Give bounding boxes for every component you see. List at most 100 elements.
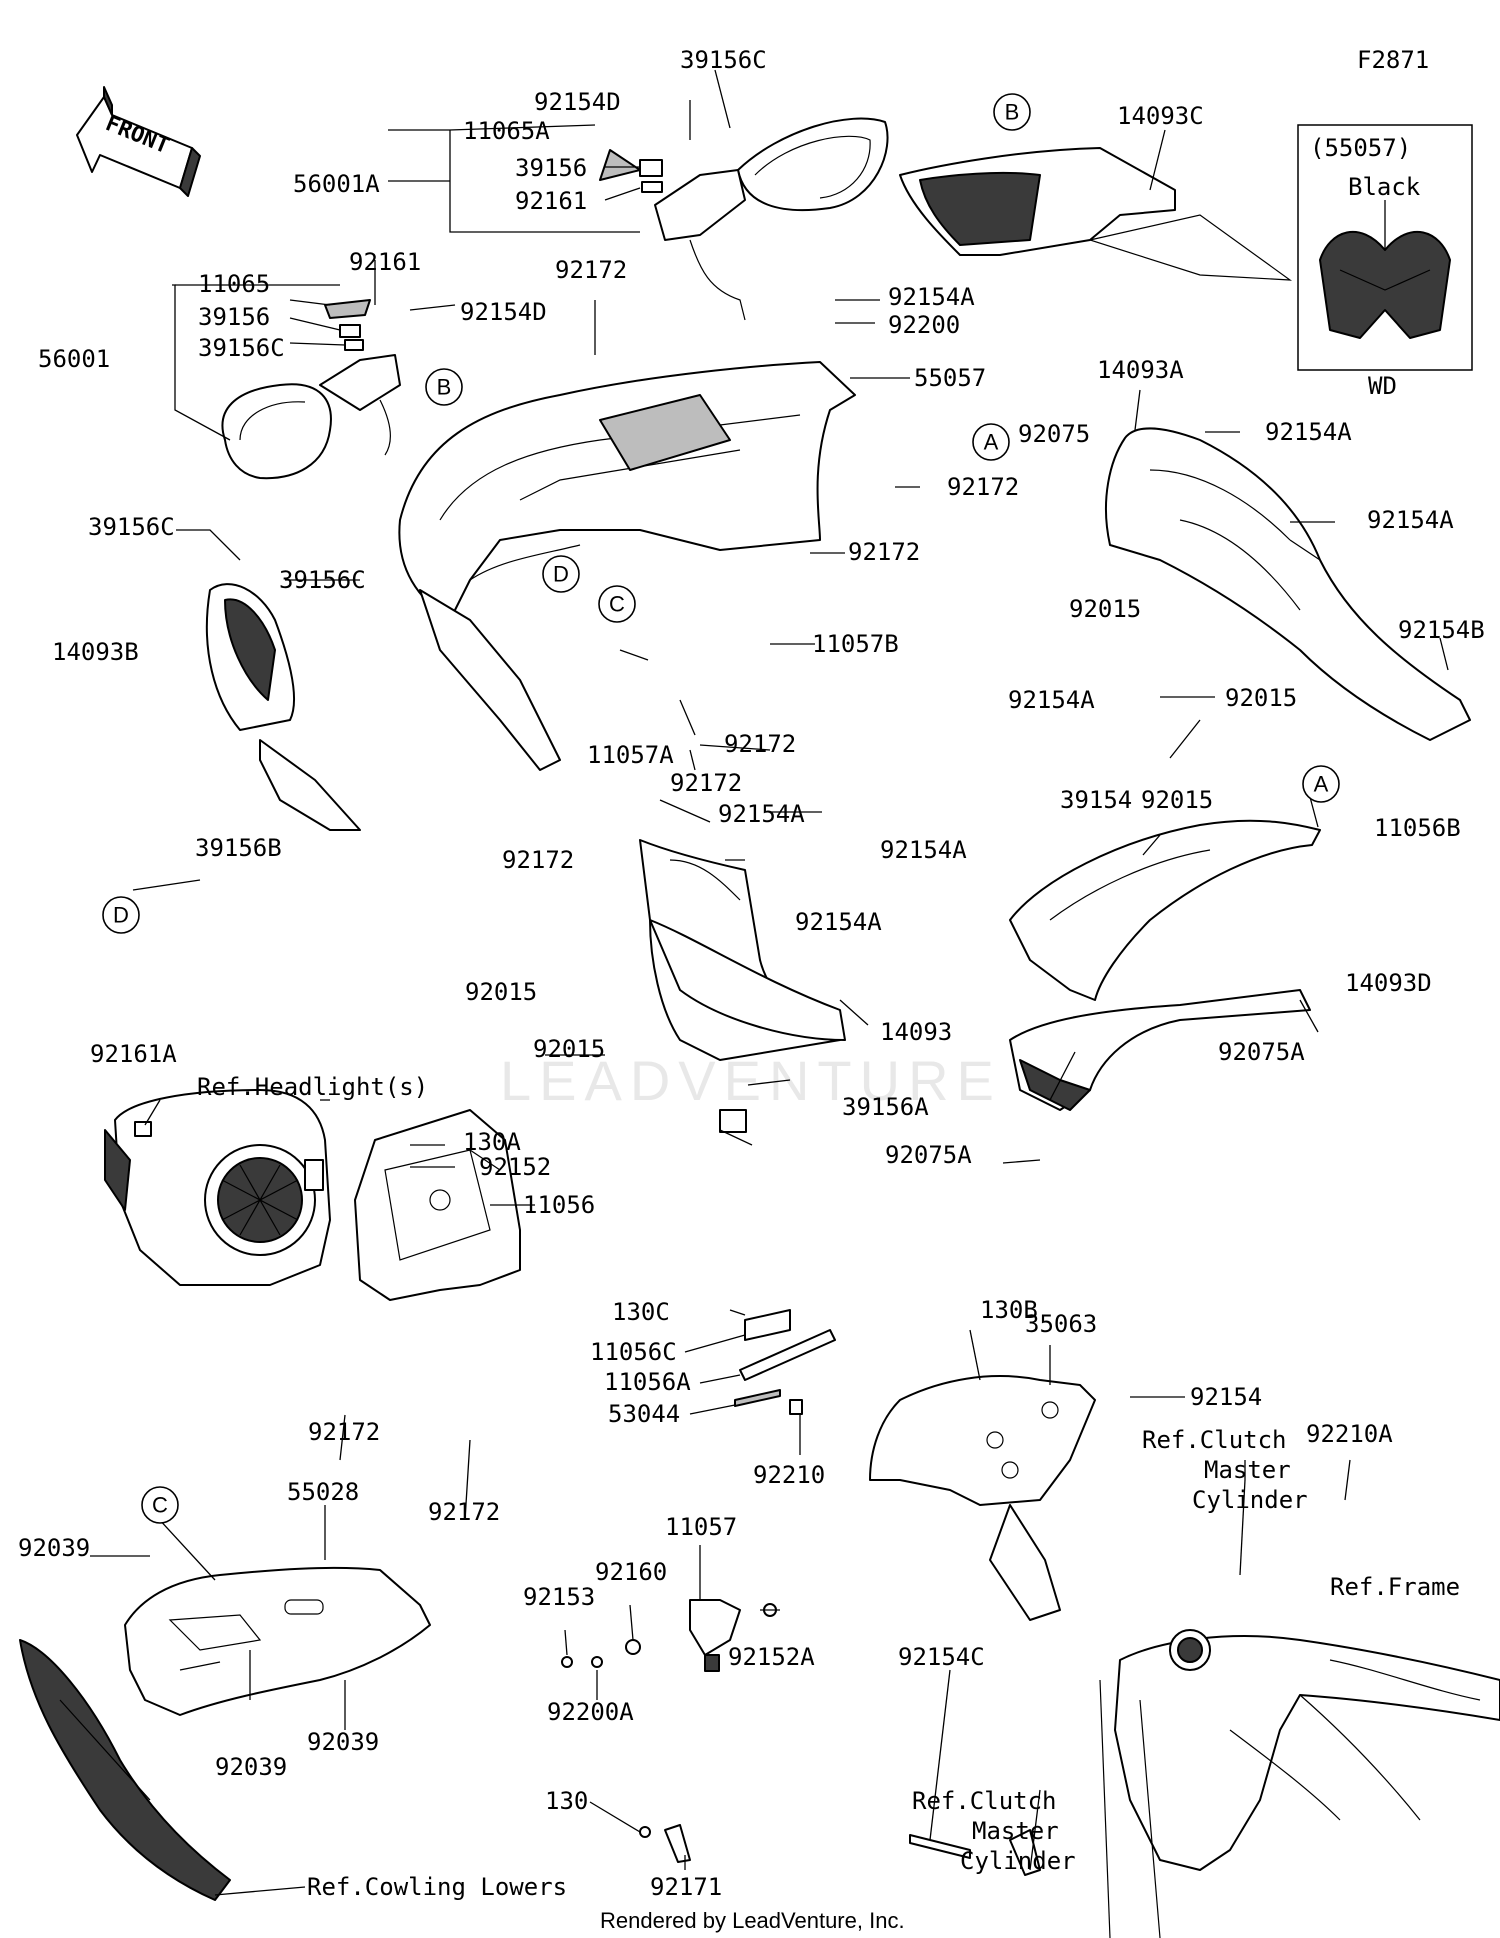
inset-color: Black — [1348, 173, 1421, 201]
svg-text:A: A — [984, 430, 999, 455]
label-92153: 92153 — [523, 1583, 595, 1611]
callout-d-left: D — [102, 896, 140, 934]
label-92172-e: 92172 — [670, 769, 742, 797]
label-11057B: 11057B — [812, 630, 899, 658]
bracket-35063 — [869, 1375, 1096, 1621]
svg-text:D: D — [113, 903, 129, 928]
label-92015-c: 92015 — [1141, 786, 1213, 814]
callout-b-top: B — [993, 93, 1031, 131]
label-92172-h: 92172 — [428, 1498, 500, 1526]
label-39156C-low: 39156C — [279, 566, 366, 594]
label-92154A-d: 92154A — [1008, 686, 1095, 714]
side-cover-14093A — [1104, 427, 1471, 741]
label-39154: 39154 — [1060, 786, 1132, 814]
label-92039-a: 92039 — [18, 1534, 90, 1562]
label-11057: 11057 — [665, 1513, 737, 1541]
label-92161-left: 92161 — [349, 248, 421, 276]
headlight-assembly — [104, 1089, 331, 1286]
front-arrow-icon: FRONT — [76, 86, 201, 197]
label-11056C: 11056C — [590, 1338, 677, 1366]
label-92200A: 92200A — [547, 1698, 634, 1726]
ref-frame: Ref.Frame — [1330, 1573, 1460, 1601]
label-92154A-e: 92154A — [718, 800, 805, 828]
ref-clutch-top-line3: Cylinder — [1192, 1486, 1308, 1514]
label-92171: 92171 — [650, 1873, 722, 1901]
inset-part-number: (55057) — [1310, 134, 1411, 162]
label-14093A: 14093A — [1097, 356, 1184, 384]
label-92161A: 92161A — [90, 1040, 177, 1068]
cowling-lower — [19, 1639, 231, 1901]
label-14093D: 14093D — [1345, 969, 1432, 997]
label-56001: 56001 — [38, 345, 110, 373]
frame — [1099, 1629, 1500, 1938]
label-39156C: 39156C — [680, 46, 767, 74]
label-92154C: 92154C — [898, 1643, 985, 1671]
label-11065: 11065 — [198, 270, 270, 298]
inset-panel: (55057) Black WD — [1297, 124, 1473, 400]
mirror-right — [599, 117, 889, 321]
label-11056B: 11056B — [1374, 814, 1461, 842]
label-56001A: 56001A — [293, 170, 380, 198]
label-14093B: 14093B — [52, 638, 139, 666]
label-92154A-c: 92154A — [1367, 506, 1454, 534]
label-92161: 92161 — [515, 187, 587, 215]
label-92160: 92160 — [595, 1558, 667, 1586]
inner-cover-14093D — [1009, 989, 1311, 1111]
label-39156C-left: 39156C — [198, 334, 285, 362]
label-11057A: 11057A — [587, 741, 674, 769]
inset-code: WD — [1368, 372, 1397, 400]
label-92039-c: 92039 — [215, 1753, 287, 1781]
ref-clutch-bottom-line3: Cylinder — [960, 1847, 1076, 1875]
inner-cover-39154 — [1009, 819, 1321, 1001]
label-92154B: 92154B — [1398, 616, 1485, 644]
label-35063: 35063 — [1025, 1310, 1097, 1338]
label-92015-d: 92015 — [465, 978, 537, 1006]
label-92154D-left: 92154D — [460, 298, 547, 326]
label-92172-f: 92172 — [502, 846, 574, 874]
ref-clutch-bottom-line2: Master — [972, 1817, 1059, 1845]
label-92039-b: 92039 — [307, 1728, 379, 1756]
inset-cowl-thumbnail — [1319, 231, 1451, 339]
reference-labels: Ref.Headlight(s) Ref.Clutch Master Cylin… — [197, 1073, 1460, 1901]
label-11056: 11056 — [523, 1191, 595, 1219]
label-92152: 92152 — [479, 1153, 551, 1181]
label-39156: 39156 — [515, 154, 587, 182]
label-92015-e: 92015 — [533, 1035, 605, 1063]
label-92172-g: 92172 — [308, 1418, 380, 1446]
ref-clutch-top-line2: Master — [1204, 1456, 1291, 1484]
label-130B: 130B — [980, 1296, 1038, 1324]
callout-c-mid: C — [598, 585, 636, 623]
bracket-11057 — [664, 1599, 741, 1863]
callout-c-low: C — [141, 1486, 179, 1524]
callout-b-mid: B — [425, 368, 463, 406]
label-92210A: 92210A — [1306, 1420, 1393, 1448]
svg-text:C: C — [152, 1493, 168, 1518]
label-11065A: 11065A — [463, 117, 550, 145]
bracket-11056 — [354, 1109, 521, 1301]
fasteners — [134, 1109, 1041, 1876]
label-39156-left: 39156 — [198, 303, 270, 331]
label-92154D: 92154D — [534, 88, 621, 116]
label-92154A-g: 92154A — [795, 908, 882, 936]
ref-cowling-lowers: Ref.Cowling Lowers — [307, 1873, 567, 1901]
ref-clutch-top-line1: Ref.Clutch — [1142, 1426, 1287, 1454]
ref-clutch-bottom-line1: Ref.Clutch — [912, 1787, 1057, 1815]
label-130C: 130C — [612, 1298, 670, 1326]
watermark-text: LEADVENTURE — [500, 1049, 1002, 1112]
panel-55028 — [124, 1566, 431, 1716]
leader-lines — [90, 69, 1449, 1896]
label-92154A-b: 92154A — [1265, 418, 1352, 446]
upper-cowl — [398, 361, 856, 771]
svg-text:B: B — [1005, 100, 1020, 125]
label-92075A-b: 92075A — [885, 1141, 972, 1169]
label-39156A: 39156A — [842, 1093, 929, 1121]
label-92200: 92200 — [888, 311, 960, 339]
footer-credit: Rendered by LeadVenture, Inc. — [600, 1908, 905, 1933]
inner-panel-14093 — [639, 839, 846, 1061]
label-39156C-mid: 39156C — [88, 513, 175, 541]
label-92172-b: 92172 — [947, 473, 1019, 501]
label-92152A: 92152A — [728, 1643, 815, 1671]
svg-text:B: B — [437, 375, 452, 400]
label-14093: 14093 — [880, 1018, 952, 1046]
inner-cover-14093C — [899, 147, 1293, 281]
